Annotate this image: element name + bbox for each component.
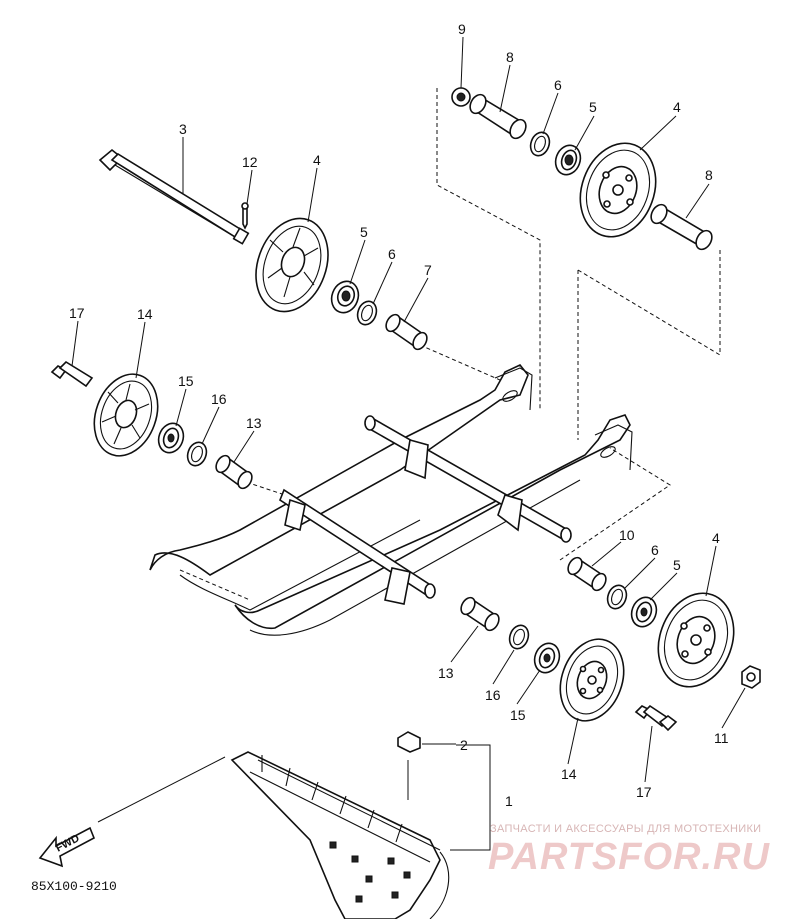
bearing-5-lower xyxy=(630,596,658,628)
callout-6-lower: 6 xyxy=(651,542,659,558)
watermark-tagline: ЗАПЧАСТИ И АКСЕССУАРЫ ДЛЯ МОТОТЕХНИКИ xyxy=(490,823,762,835)
callout-12: 12 xyxy=(242,154,258,170)
cotter-pin-12 xyxy=(241,202,249,230)
callout-10: 10 xyxy=(619,527,635,543)
callout-numbers: 9 8 6 5 4 8 3 12 4 5 6 7 17 14 15 16 13 … xyxy=(69,21,729,809)
circlip-6-lower xyxy=(606,584,628,610)
bolt-17-right xyxy=(634,704,678,732)
collar-8-lower xyxy=(650,203,713,251)
bearing-15-right xyxy=(533,642,561,674)
fwd-arrow: FWD xyxy=(38,756,226,868)
diagram-code: 85X100-9210 xyxy=(31,879,117,894)
callout-7: 7 xyxy=(424,262,432,278)
circlip-6-upper xyxy=(529,131,551,157)
callout-14-right: 14 xyxy=(561,766,577,782)
slide-rail-frame xyxy=(149,364,633,636)
bearing-5-left xyxy=(330,280,360,314)
watermark-brand: PARTSFOR.RU xyxy=(488,836,770,878)
collar-10 xyxy=(567,556,607,592)
callout-4-upper: 4 xyxy=(673,99,681,115)
track-belt-1 xyxy=(230,751,450,919)
callout-17-right: 17 xyxy=(636,784,652,800)
idler-wheel-4-lower xyxy=(657,592,735,688)
callout-6-left: 6 xyxy=(388,246,396,262)
callout-16-left: 16 xyxy=(211,391,227,407)
collar-7 xyxy=(385,313,428,351)
callout-17-left: 17 xyxy=(69,305,85,321)
callout-14-left: 14 xyxy=(137,306,153,322)
bearing-5-upper xyxy=(554,144,582,176)
axle-bolt-3 xyxy=(98,148,250,245)
callout-2: 2 xyxy=(460,737,468,753)
callout-15-left: 15 xyxy=(178,373,194,389)
callout-13-left: 13 xyxy=(246,415,262,431)
callout-9: 9 xyxy=(458,21,466,37)
callout-3: 3 xyxy=(179,121,187,137)
washer-9 xyxy=(451,87,471,107)
callout-16-right: 16 xyxy=(485,687,501,703)
callout-5-upper: 5 xyxy=(589,99,597,115)
wheel-14-right xyxy=(559,638,625,722)
callout-6-upper: 6 xyxy=(554,77,562,93)
callout-4-left: 4 xyxy=(313,152,321,168)
circlip-16-left xyxy=(186,441,208,467)
circlip-16-right xyxy=(508,624,530,650)
circlip-6-left xyxy=(356,300,378,326)
callout-15-right: 15 xyxy=(510,707,526,723)
callout-13-right: 13 xyxy=(438,665,454,681)
idler-wheel-4-upper xyxy=(579,142,657,238)
collar-8-upper xyxy=(469,93,527,140)
bearing-15-left xyxy=(157,422,185,454)
collar-13-right xyxy=(460,596,500,632)
callout-11: 11 xyxy=(714,730,729,746)
callout-8-lower: 8 xyxy=(705,167,713,183)
track-clip-2 xyxy=(397,731,421,753)
assembly-guide-lines xyxy=(179,88,721,601)
callout-4-lower: 4 xyxy=(712,530,720,546)
nut-11 xyxy=(741,665,761,689)
leader-lines xyxy=(71,36,746,851)
callout-5-left: 5 xyxy=(360,224,368,240)
callout-1: 1 xyxy=(505,793,513,809)
collar-13-left xyxy=(215,454,253,490)
wheel-14-left xyxy=(93,373,159,457)
bolt-17-left xyxy=(50,360,94,388)
idler-wheel-4-left xyxy=(255,217,329,313)
callout-5-lower: 5 xyxy=(673,557,681,573)
callout-8-upper: 8 xyxy=(506,49,514,65)
